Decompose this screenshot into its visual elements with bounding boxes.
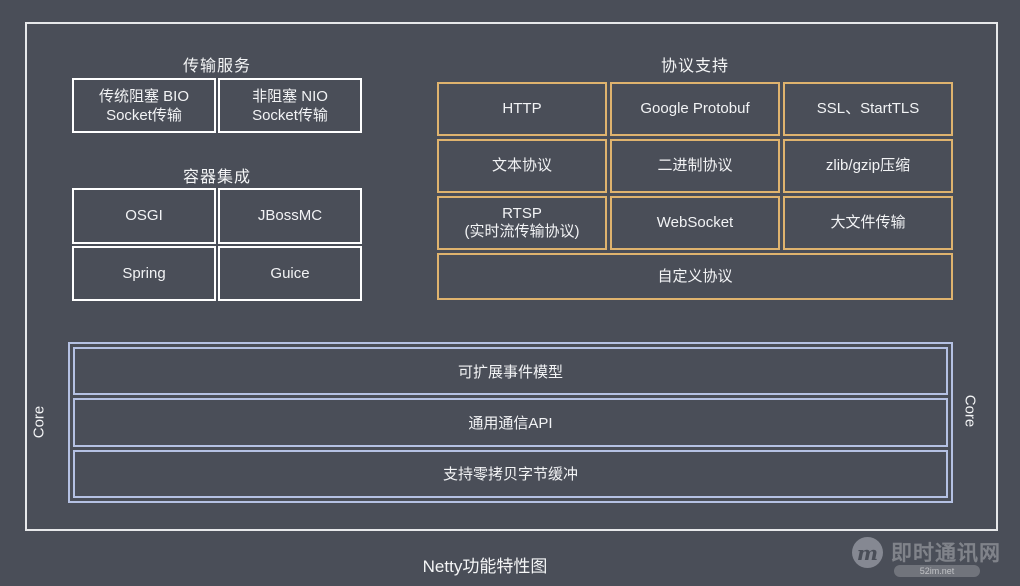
- watermark-logo-letter: m: [856, 540, 879, 565]
- protocol-cell-binary: 二进制协议: [610, 139, 780, 193]
- core-row-zero-copy: 支持零拷贝字节缓冲: [73, 449, 948, 498]
- watermark-site-url: 52im.net: [919, 565, 955, 576]
- watermark-url-pill: 52im.net: [894, 565, 980, 577]
- transport-cell-nio-line2: Socket传输: [252, 106, 328, 124]
- core-label-left: Core: [30, 405, 48, 439]
- transport-cell-bio-line2: Socket传输: [106, 106, 182, 124]
- container-cell-spring: Spring: [72, 245, 216, 301]
- core-table: 可扩展事件模型 通用通信API 支持零拷贝字节缓冲: [68, 342, 953, 503]
- container-cell-guice: Guice: [218, 245, 362, 301]
- transport-cell-bio-line1: 传统阻塞 BIO: [98, 87, 189, 105]
- protocol-cell-text: 文本协议: [437, 139, 607, 193]
- protocol-cell-protobuf: Google Protobuf: [610, 82, 780, 136]
- protocol-cell-rtsp-line2: (实时流传输协议): [464, 223, 580, 240]
- protocol-cell-zlib: zlib/gzip压缩: [783, 139, 953, 193]
- container-table: OSGI JBossMC Spring Guice: [72, 188, 362, 301]
- container-cell-osgi: OSGI: [72, 188, 216, 244]
- watermark-site-name: 即时通讯网: [891, 542, 1001, 565]
- protocol-cell-rtsp-line1: RTSP: [502, 205, 542, 222]
- container-cell-jbossmc: JBossMC: [218, 188, 362, 244]
- protocol-cell-websocket: WebSocket: [610, 196, 780, 250]
- watermark: m 即时通讯网 52im.net: [845, 533, 1015, 583]
- container-section-title: 容器集成: [182, 169, 251, 186]
- protocol-cell-ssl: SSL、StartTLS: [783, 82, 953, 136]
- protocol-cell-custom: 自定义协议: [437, 253, 953, 300]
- core-row-event-model: 可扩展事件模型: [73, 347, 948, 396]
- transport-cell-nio: 非阻塞 NIO Socket传输: [218, 78, 362, 133]
- protocol-cell-http: HTTP: [437, 82, 607, 136]
- protocol-section-title: 协议支持: [660, 58, 729, 75]
- watermark-logo-icon: m: [852, 537, 883, 568]
- diagram-caption: Netty功能特性图: [422, 557, 548, 576]
- transport-cell-bio: 传统阻塞 BIO Socket传输: [72, 78, 216, 133]
- protocol-cell-bigfile: 大文件传输: [783, 196, 953, 250]
- protocol-cell-rtsp: RTSP (实时流传输协议): [437, 196, 607, 250]
- diagram-outer-frame: [25, 22, 998, 531]
- core-label-right: Core: [961, 394, 979, 428]
- transport-cell-nio-line1: 非阻塞 NIO: [252, 87, 328, 105]
- transport-table: 传统阻塞 BIO Socket传输 非阻塞 NIO Socket传输: [72, 78, 362, 133]
- protocol-table: HTTP Google Protobuf SSL、StartTLS 文本协议 二…: [437, 82, 953, 300]
- core-row-common-api: 通用通信API: [73, 398, 948, 447]
- transport-section-title: 传输服务: [182, 58, 251, 75]
